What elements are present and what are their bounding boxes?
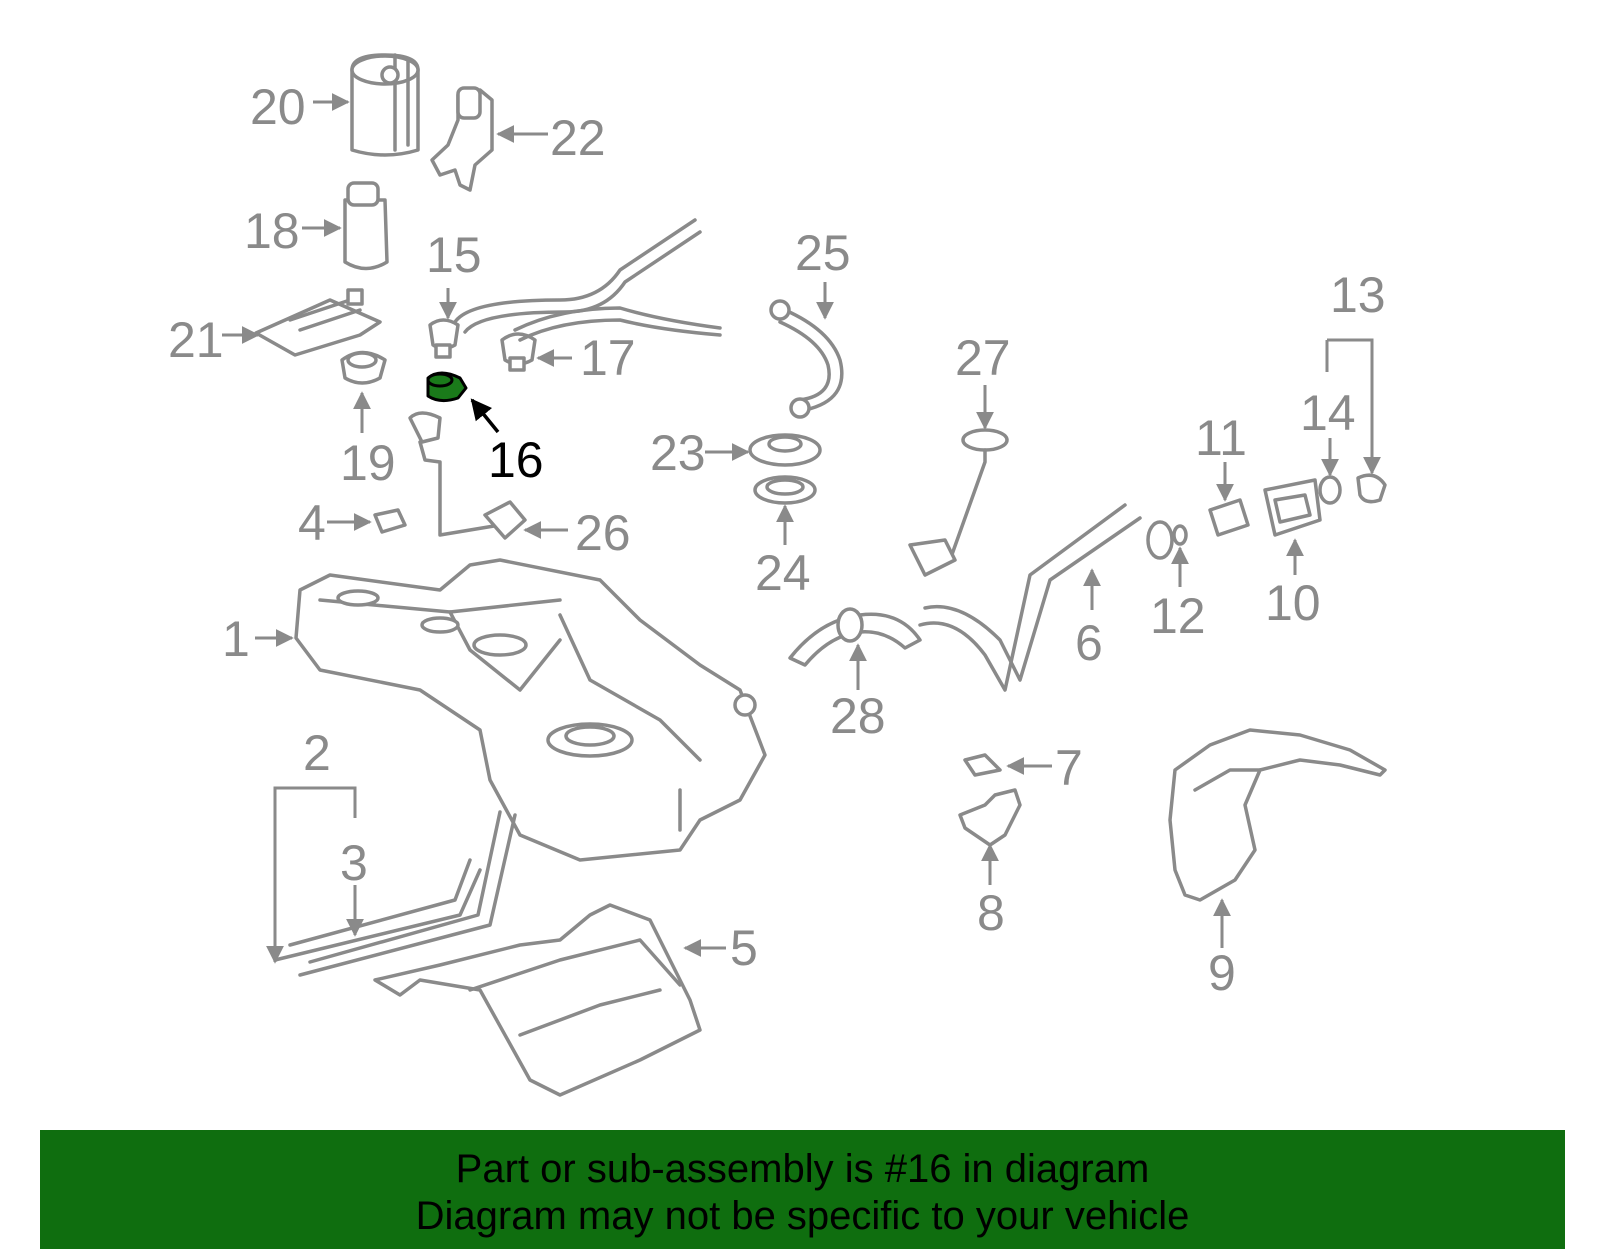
callout-24: 24	[755, 545, 811, 601]
callout-16: 16	[488, 432, 544, 488]
part-13-cap	[1356, 473, 1387, 504]
part-8-bracket	[958, 788, 1022, 847]
part-16-highlighted	[426, 371, 468, 403]
banner-line-part-number: Part or sub-assembly is #16 in diagram	[455, 1147, 1150, 1191]
part-26-sender	[408, 411, 527, 540]
part-20-fuel-pump-housing	[350, 53, 420, 157]
callout-17: 17	[580, 330, 636, 386]
callout-7: 7	[1055, 740, 1083, 796]
callout-labels: 20 22 18 15 17 21 19 16 25 23 24 4 26 27…	[168, 79, 1386, 1001]
callout-18: 18	[244, 203, 300, 259]
part-21-filter	[254, 288, 382, 357]
callout-14: 14	[1300, 385, 1356, 441]
part-24-seal	[753, 475, 817, 505]
callout-13: 13	[1330, 267, 1386, 323]
part-6-filler-pipe	[918, 503, 1174, 692]
callout-6: 6	[1075, 615, 1103, 671]
callout-8: 8	[977, 885, 1005, 941]
callout-10: 10	[1265, 575, 1321, 631]
callout-5: 5	[730, 920, 758, 976]
callout-9: 9	[1208, 945, 1236, 1001]
info-banner: Part or sub-assembly is #16 in diagram D…	[40, 1130, 1565, 1249]
callout-11: 11	[1195, 410, 1247, 466]
callout-23: 23	[650, 425, 706, 481]
callout-1: 1	[222, 611, 250, 667]
part-12-ring	[1172, 524, 1188, 546]
callout-2: 2	[303, 725, 331, 781]
callout-21: 21	[168, 312, 224, 368]
part-5-shield	[373, 903, 702, 1097]
part-11	[1208, 498, 1250, 537]
part-4-clip	[373, 508, 407, 534]
callout-15: 15	[426, 227, 482, 283]
part-19-cap	[340, 350, 387, 385]
part-9-liner	[1168, 728, 1387, 902]
callout-28: 28	[830, 688, 886, 744]
part-23-grommet	[748, 433, 822, 467]
callout-19: 19	[340, 435, 396, 491]
part-27-sender-gauge	[908, 428, 1009, 577]
vent-tubes	[453, 218, 722, 342]
callout-16-arrow	[470, 398, 500, 434]
part-7-clip	[963, 753, 1002, 777]
part-22-regulator	[430, 86, 494, 192]
part-3-strap	[273, 810, 517, 977]
part-10-door	[1263, 478, 1322, 537]
part-14-ring	[1318, 475, 1342, 505]
callout-26: 26	[575, 505, 631, 561]
part-28-hose	[788, 607, 922, 667]
callout-arrows	[222, 93, 1381, 964]
callout-20: 20	[250, 79, 306, 135]
callout-27: 27	[955, 330, 1011, 386]
part-1-fuel-tank	[294, 558, 767, 862]
callout-3: 3	[340, 835, 368, 891]
part-25-hose	[769, 299, 844, 419]
part-18-fuel-pump	[343, 181, 389, 271]
callout-12: 12	[1150, 588, 1206, 644]
banner-line-disclaimer: Diagram may not be specific to your vehi…	[415, 1194, 1190, 1238]
callout-4: 4	[298, 495, 326, 551]
callout-25: 25	[795, 225, 851, 281]
callout-22: 22	[550, 110, 606, 166]
part-15-valve	[428, 318, 460, 359]
part-17-valve	[500, 332, 537, 372]
